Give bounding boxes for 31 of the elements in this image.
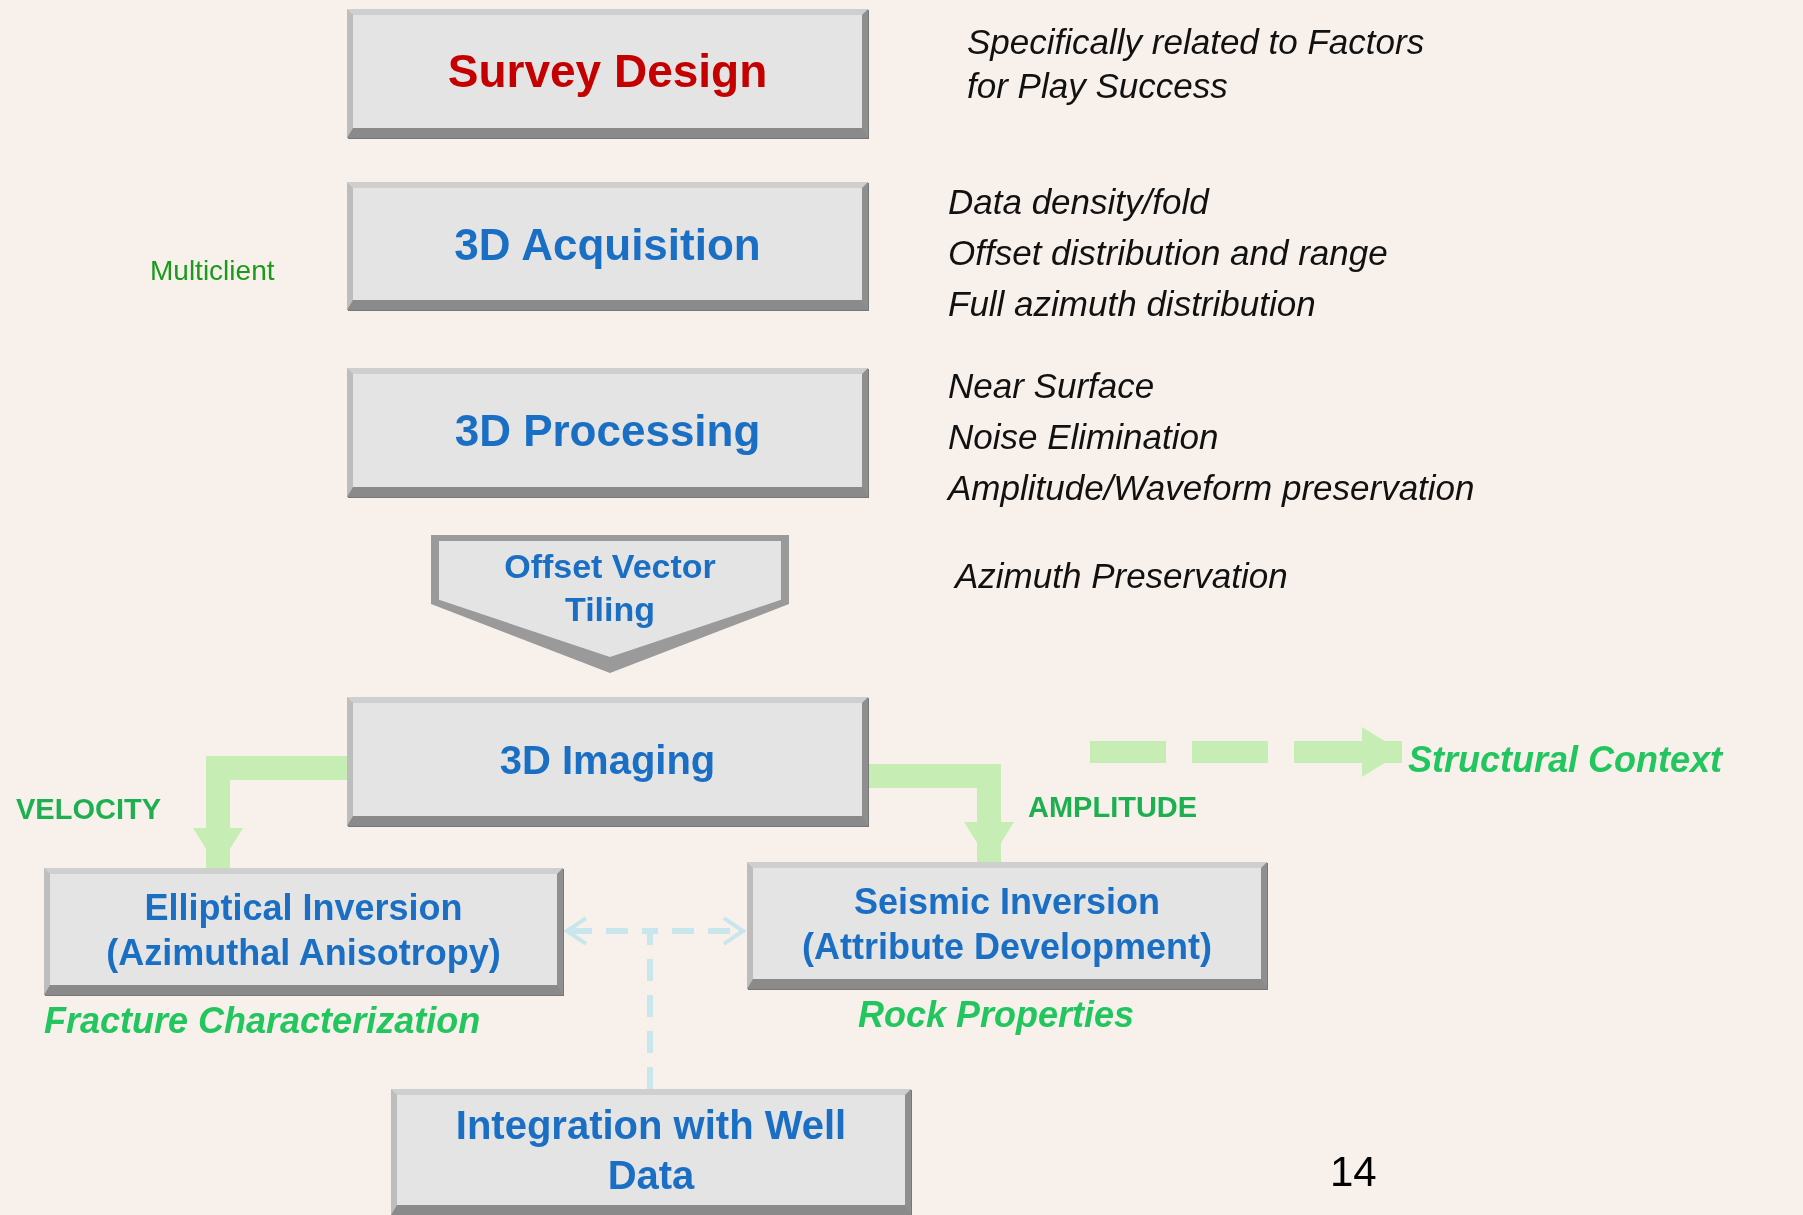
node-label: Elliptical Inversion (Azimuthal Anisotropy) [105, 885, 502, 975]
chevron-shape [431, 535, 789, 673]
note-text: Azimuth Preservation [955, 555, 1288, 597]
note-text: Amplitude/Waveform preservation [948, 467, 1476, 509]
process-box [347, 368, 868, 497]
node-label: Seismic Inversion (Attribute Development) [801, 879, 1213, 969]
node-label: 3D Processing [453, 405, 762, 457]
result-label: Fracture Characterization [44, 999, 481, 1043]
node-label: 3D Imaging [498, 736, 717, 784]
process-box [347, 9, 868, 138]
node-label: Integration with Well Data [454, 1102, 848, 1199]
arrow [868, 764, 1014, 862]
process-box [391, 1089, 911, 1215]
note-text: Noise Elimination [948, 416, 1220, 458]
page-number: 14 [1330, 1147, 1377, 1197]
node-label: Survey Design [446, 43, 769, 99]
side-note: Multiclient [150, 254, 275, 288]
process-box [347, 697, 868, 826]
process-box [44, 868, 563, 995]
process-box [747, 862, 1267, 989]
note-text: Offset distribution and range [948, 232, 1389, 274]
node-label: 3D Acquisition [453, 218, 762, 271]
node-label: Structural Context [1408, 738, 1723, 782]
process-box [347, 182, 868, 310]
note-text: Full azimuth distribution [948, 283, 1317, 325]
arrow [193, 756, 347, 868]
note-text: Data density/fold [948, 181, 1211, 223]
note-text: Specifically related to Factors for Play Success [967, 21, 1426, 107]
result-label: Rock Properties [858, 993, 1135, 1037]
node-label: Offset Vector Tiling [503, 546, 717, 630]
note-text: Near Surface [948, 365, 1156, 407]
